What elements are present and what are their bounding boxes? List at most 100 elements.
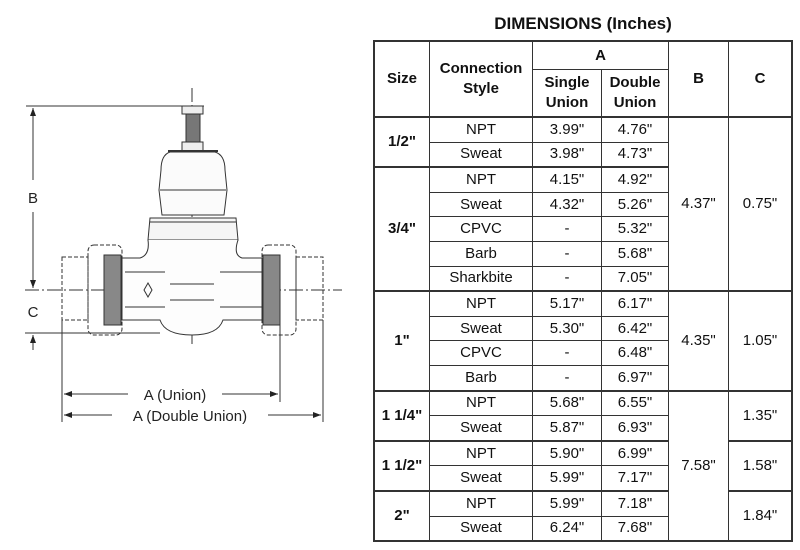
table-row: Barb-5.68" xyxy=(374,240,792,267)
connection-style-cell: Sharkbite xyxy=(429,265,533,292)
connection-style-cell: NPT xyxy=(429,290,533,317)
double-union-cell: 6.55" xyxy=(601,389,669,417)
table-row: Barb-6.97" xyxy=(374,364,792,392)
connection-style-cell: Sweat xyxy=(429,465,533,492)
valve-dimension-drawing: B C A (Union) A (Double Union) xyxy=(25,88,342,425)
right-tailpiece xyxy=(295,256,324,321)
double-union-cell: 6.48" xyxy=(601,340,669,366)
connection-style-cell: NPT xyxy=(429,166,533,193)
header-c: C xyxy=(728,40,793,118)
header-b: B xyxy=(668,40,729,118)
single-union-cell: 5.99" xyxy=(532,465,602,492)
header-size: Size xyxy=(373,40,430,118)
valve-body xyxy=(121,239,263,336)
valve-bonnet xyxy=(158,151,228,216)
header-connection-style: Connection Style xyxy=(429,40,533,118)
c-value-cell: 1.58" xyxy=(728,439,793,492)
single-union-cell: 5.87" xyxy=(532,415,602,442)
header-double-union: Double Union xyxy=(601,69,669,118)
adjusting-spring xyxy=(185,113,201,143)
header-single-union: Single Union xyxy=(532,69,602,118)
single-union-cell: - xyxy=(532,216,602,242)
single-union-cell: 5.68" xyxy=(532,389,602,417)
single-union-cell: 6.24" xyxy=(532,515,602,542)
single-union-cell: 5.90" xyxy=(532,439,602,467)
left-tailpiece xyxy=(61,256,89,321)
label-a-double-union: A (Double Union) xyxy=(133,408,247,425)
adjusting-screw-cap xyxy=(181,105,204,115)
connection-style-cell: CPVC xyxy=(429,340,533,366)
single-union-cell: - xyxy=(532,240,602,267)
double-union-cell: 4.76" xyxy=(601,115,669,143)
single-union-cell: 5.17" xyxy=(532,290,602,317)
single-union-cell: - xyxy=(532,340,602,366)
table-row: CPVC-5.32" xyxy=(374,216,792,242)
double-union-cell: 5.26" xyxy=(601,191,669,218)
single-union-cell: 4.32" xyxy=(532,191,602,218)
c-value-cell: 1.35" xyxy=(728,389,793,442)
single-union-cell: - xyxy=(532,265,602,292)
connection-style-cell: Sweat xyxy=(429,415,533,442)
double-union-cell: 7.05" xyxy=(601,265,669,292)
double-union-cell: 5.68" xyxy=(601,240,669,267)
double-union-cell: 6.97" xyxy=(601,364,669,392)
left-union-nut xyxy=(87,244,123,336)
single-union-cell: 5.99" xyxy=(532,489,602,517)
label-a-union: A (Union) xyxy=(144,387,207,404)
size-cell: 2" xyxy=(373,489,430,542)
c-value-cell: 0.75" xyxy=(728,115,793,292)
size-cell: 1 1/2" xyxy=(373,439,430,492)
label-c: C xyxy=(28,304,39,321)
single-union-cell: - xyxy=(532,364,602,392)
connection-style-cell: NPT xyxy=(429,439,533,467)
c-value-cell: 1.05" xyxy=(728,290,793,392)
size-cell: 1/2" xyxy=(373,115,430,168)
table-title: DIMENSIONS (Inches) xyxy=(494,14,672,33)
right-union-nut xyxy=(261,244,297,336)
b-value-cell: 7.58" xyxy=(668,389,729,542)
double-union-cell: 4.92" xyxy=(601,166,669,193)
connection-style-cell: Sweat xyxy=(429,515,533,542)
double-union-cell: 6.17" xyxy=(601,290,669,317)
connection-style-cell: Sweat xyxy=(429,315,533,342)
double-union-cell: 4.73" xyxy=(601,141,669,168)
connection-style-cell: NPT xyxy=(429,389,533,417)
table-row: CPVC-6.48" xyxy=(374,340,792,366)
size-cell: 3/4" xyxy=(373,166,430,292)
single-union-cell: 3.98" xyxy=(532,141,602,168)
table-row: Sharkbite-7.05" xyxy=(374,265,792,292)
connection-style-cell: CPVC xyxy=(429,216,533,242)
connection-style-cell: Barb xyxy=(429,364,533,392)
double-union-cell: 6.99" xyxy=(601,439,669,467)
double-union-cell: 7.18" xyxy=(601,489,669,517)
flow-arrow-icon xyxy=(143,281,153,299)
connection-style-cell: Sweat xyxy=(429,191,533,218)
size-cell: 1 1/4" xyxy=(373,389,430,442)
label-b: B xyxy=(28,190,38,207)
connection-style-cell: Barb xyxy=(429,240,533,267)
b-value-cell: 4.37" xyxy=(668,115,729,292)
dimensions-table: Size Connection Style A B C Single Union… xyxy=(373,40,793,543)
double-union-cell: 6.93" xyxy=(601,415,669,442)
single-union-cell: 4.15" xyxy=(532,166,602,193)
double-union-cell: 5.32" xyxy=(601,216,669,242)
double-union-cell: 7.68" xyxy=(601,515,669,542)
size-cell: 1" xyxy=(373,290,430,392)
connection-style-cell: NPT xyxy=(429,115,533,143)
double-union-cell: 7.17" xyxy=(601,465,669,492)
single-union-cell: 5.30" xyxy=(532,315,602,342)
connection-style-cell: NPT xyxy=(429,489,533,517)
c-value-cell: 1.84" xyxy=(728,489,793,542)
